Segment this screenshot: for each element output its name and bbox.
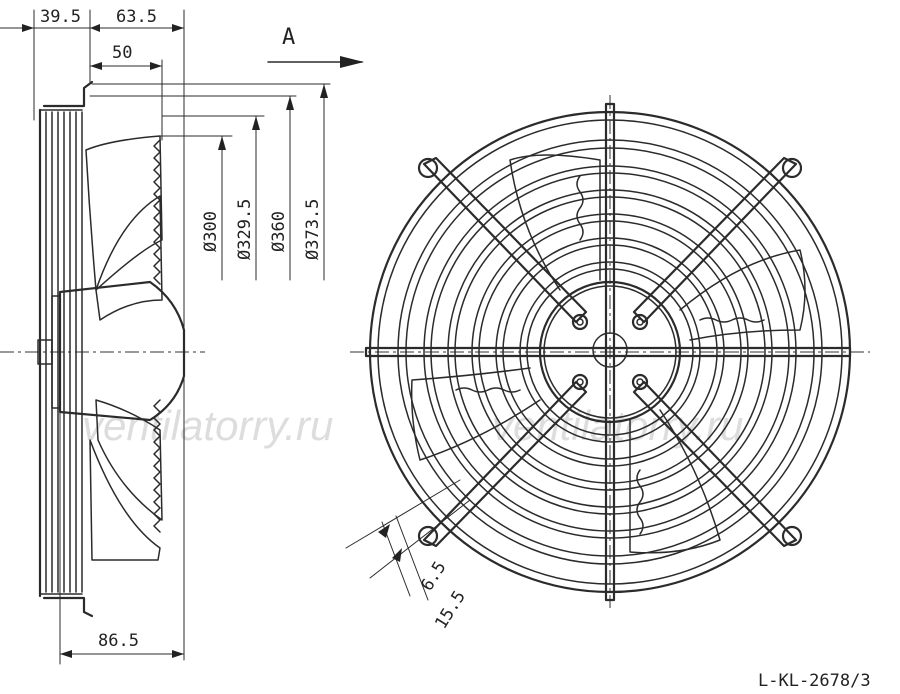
support-bar-horizontal [364, 346, 852, 358]
blade-lower [89, 439, 161, 561]
dim-63-5: 63.5 [116, 7, 157, 27]
ext-line-arm-b [395, 515, 429, 601]
dim-39-5: 39.5 [40, 7, 81, 27]
arrow-50-right [150, 62, 162, 70]
dim-dia-360: Ø360 [269, 211, 289, 252]
guard-outline-top [38, 80, 94, 598]
serration-upper [153, 139, 161, 285]
side-view: 39.5 63.5 50 A Ø300 Ø329.5 Ø360 Ø373.5 [0, 7, 364, 665]
motor-body [58, 280, 186, 422]
mounting-bolts [571, 313, 649, 391]
arrow-6-5 [378, 524, 390, 538]
guard-rims [39, 109, 83, 595]
arrow-329 [252, 116, 260, 130]
dim-86-5: 86.5 [98, 631, 139, 651]
dim-line-6-5 [345, 479, 461, 549]
dim-line-15-5 [369, 499, 471, 579]
blade-mid-lower [95, 399, 163, 521]
arrow-373 [320, 84, 328, 98]
arrow-360 [286, 96, 294, 110]
motor-mount-plate [51, 295, 61, 409]
arrow-86-left [60, 650, 72, 658]
dim-dia-373-5: Ø373.5 [303, 199, 323, 260]
view-arrow-head [340, 56, 364, 68]
dim-dia-300: Ø300 [201, 211, 221, 252]
dim-6-5: 6.5 [417, 558, 450, 595]
dim-dia-329-5: Ø329.5 [235, 199, 255, 260]
blades-front [410, 154, 806, 554]
view-label-a: A [282, 25, 295, 50]
hub-plate-inner [543, 285, 677, 419]
blade-upper [85, 135, 163, 291]
hub-center-bore [592, 332, 628, 368]
guard-outline-bottom [42, 596, 94, 618]
support-bar-vertical [604, 102, 616, 602]
arrow-86-right [172, 650, 184, 658]
arrow-50-left [90, 62, 102, 70]
serration-lower [153, 399, 161, 533]
drawing-code: L-KL-2678/3 [758, 671, 871, 691]
hub-plate [538, 280, 682, 424]
spider-arms [417, 156, 803, 548]
arrow-39-left [22, 24, 34, 32]
dim-50: 50 [112, 43, 132, 63]
blade-mid-upper [95, 195, 163, 321]
arrow-15-5 [392, 548, 402, 562]
arrow-63-right [172, 24, 184, 32]
front-view: 6.5 15.5 [345, 95, 870, 633]
shaft-stub [37, 339, 53, 365]
dim-15-5: 15.5 [431, 587, 470, 632]
arrow-300 [218, 136, 226, 150]
arrow-39-right [90, 24, 100, 32]
